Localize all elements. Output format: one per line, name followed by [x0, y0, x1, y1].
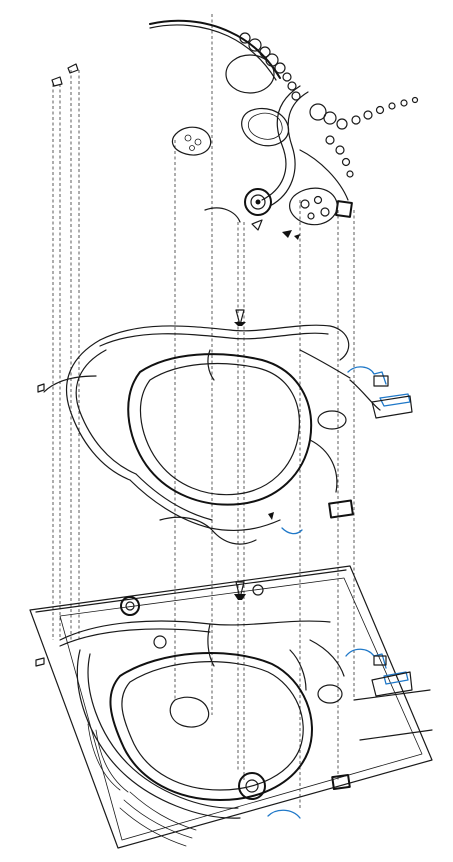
path-east: [309, 439, 338, 493]
round-lawn-base: [317, 684, 343, 704]
hedge-arc-inner: [149, 24, 277, 81]
road-line-base-2: [359, 729, 433, 741]
entry-marker-base: [35, 657, 45, 667]
island-bean: [171, 126, 212, 156]
tree-row-top: [239, 32, 301, 101]
building-middle-a: [373, 375, 389, 387]
path-bottom-edge: [135, 473, 213, 521]
small-rosette-base: [252, 584, 264, 596]
pavilion-icon-b: [51, 76, 63, 87]
path-sw: [159, 516, 257, 545]
base-path-loop: [76, 649, 241, 819]
plaza-base-inner: [245, 779, 259, 793]
lawn-oval: [225, 54, 275, 94]
building-middle-blue: [379, 393, 411, 407]
base-path-east-2: [289, 649, 307, 691]
plaza-circle: [244, 188, 272, 216]
base-path-east: [309, 639, 345, 677]
rosette-base: [120, 596, 140, 616]
curve-right: [299, 149, 349, 201]
path-ne-ext: [349, 379, 381, 411]
base-path-north-edge: [59, 628, 211, 647]
square-feature-top: [335, 200, 353, 218]
lake-base-inner: [121, 661, 304, 791]
plaza-center: [255, 199, 261, 205]
gate-base: [235, 581, 245, 599]
tree-row-right: [309, 96, 419, 178]
round-lawn-middle: [317, 410, 347, 430]
building-base-blue: [383, 671, 409, 685]
base-path-loop-edge: [87, 653, 239, 809]
entry-path-middle: [43, 375, 97, 393]
pavilion-icon-a: [67, 63, 79, 74]
path-outer-left: [65, 339, 131, 481]
path-outer-top-edge: [99, 332, 329, 347]
lake-loop-middle-inner: [139, 362, 300, 496]
site-inner-border: [59, 577, 423, 841]
gate-middle: [235, 309, 245, 326]
grove-shape: [289, 187, 338, 226]
blue-arc-middle: [281, 527, 303, 535]
lake-loop-middle: [127, 353, 313, 506]
building-middle-b: [371, 395, 413, 419]
lake-island: [169, 696, 210, 728]
layer-site-base: [29, 565, 433, 849]
base-spur: [207, 623, 215, 667]
marker-top-c: [251, 219, 263, 231]
spur-top: [207, 349, 215, 381]
plaza-base: [238, 772, 266, 800]
site-boundary: [29, 565, 433, 849]
road-line-base: [353, 689, 431, 701]
lake-base: [109, 651, 313, 801]
square-feature-base: [331, 773, 351, 791]
winding-path-top: [261, 85, 301, 201]
plaza-inner: [250, 194, 266, 210]
leaf-shape: [204, 207, 241, 223]
layer-planting: [51, 19, 419, 240]
rosette-base-inner: [125, 601, 135, 611]
path-outer-top: [99, 324, 350, 361]
entry-marker-middle: [37, 383, 45, 393]
winding-path-top-edge: [269, 91, 309, 207]
pond-dot-base: [153, 635, 167, 649]
path-outer-left-edge: [75, 349, 137, 475]
building-base-a: [373, 655, 387, 666]
gate-base-fill: [234, 594, 246, 600]
layer-paths: [37, 309, 413, 545]
projection-lines: [52, 14, 355, 810]
path-ne: [299, 349, 351, 379]
grove-trees: [300, 195, 330, 220]
site-boundary-inner-top: [35, 569, 347, 613]
building-base-b: [371, 671, 413, 697]
hatch-terraces: [87, 723, 197, 847]
blue-arc-base: [267, 809, 301, 819]
blue-path-middle: [347, 366, 387, 385]
pond-top: [241, 107, 290, 147]
marker-top-b: [294, 234, 300, 240]
gate-middle-base: [234, 322, 246, 326]
marker-middle-a: [268, 512, 274, 520]
pond-top-inner: [247, 112, 283, 140]
marker-top-a: [282, 230, 292, 238]
path-bottom: [129, 479, 281, 531]
square-feature-middle: [328, 499, 354, 519]
